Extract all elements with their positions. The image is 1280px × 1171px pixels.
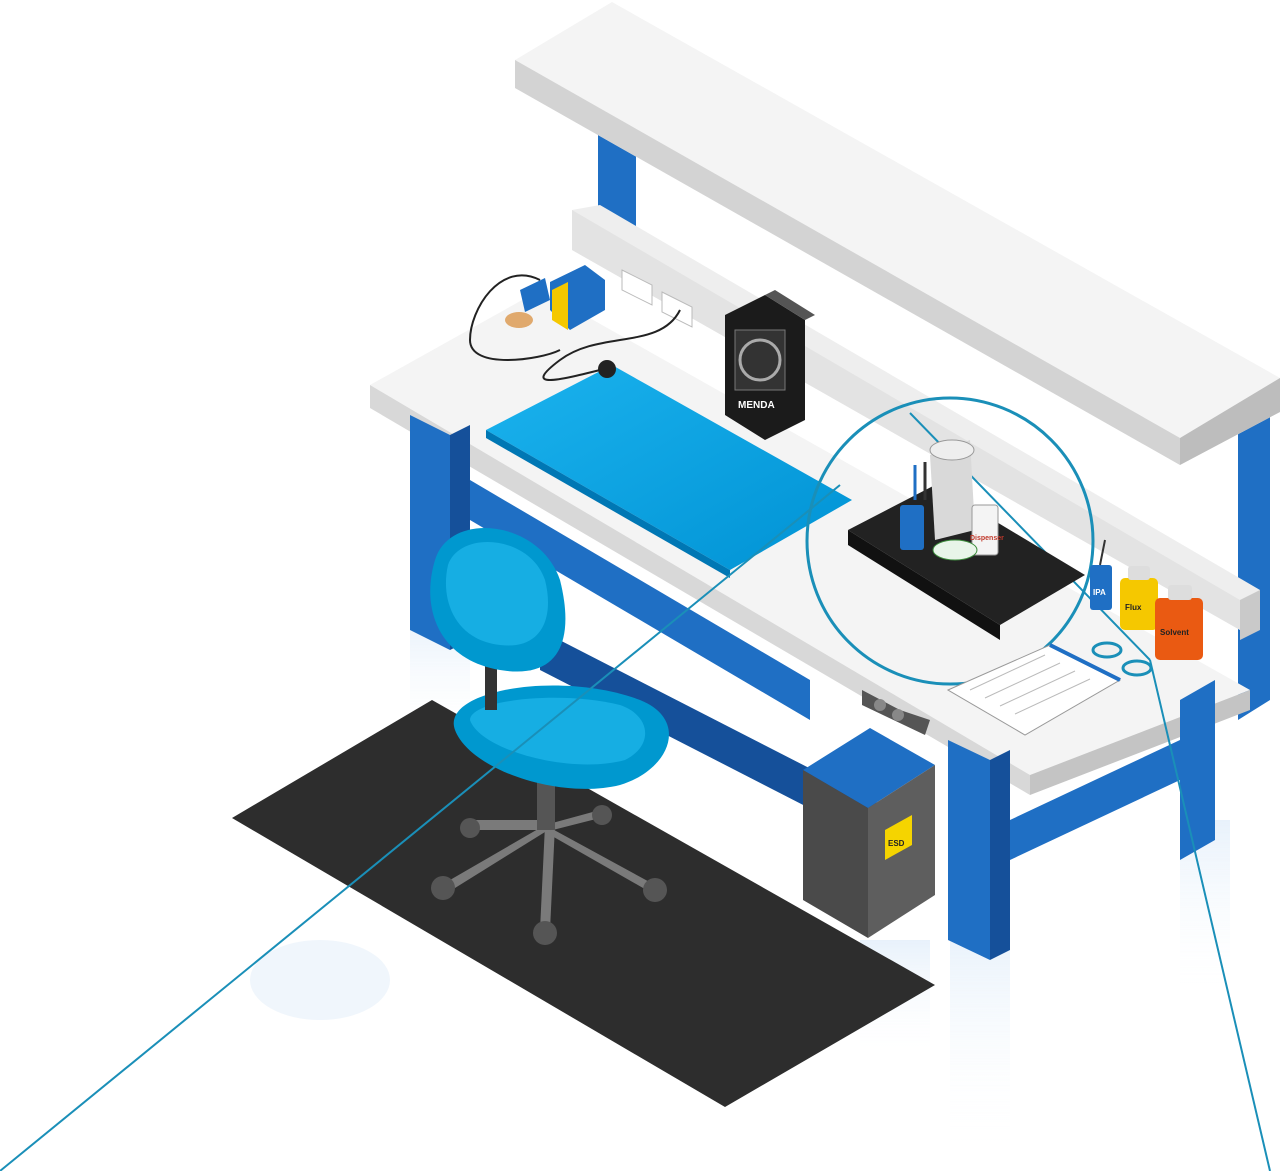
soldering-station <box>468 265 681 381</box>
floor-reflection <box>250 620 1230 1150</box>
floor-esd-mat <box>232 700 935 1107</box>
esd-chair <box>430 527 669 945</box>
under-desk-power-strip <box>862 690 930 735</box>
esd-waste-bin: ESD <box>803 728 935 938</box>
fume-extractor: MENDA <box>725 290 815 440</box>
solvent-label: Solvent <box>1160 628 1189 637</box>
tool-organizer: Dispenser <box>848 439 1085 640</box>
solvent-bottle: Solvent <box>1155 585 1203 660</box>
mat-ground-snap <box>598 360 616 378</box>
soldering-cord <box>468 274 561 361</box>
ipa-dispenser-bottle: IPA <box>1090 539 1112 610</box>
dispenser-label: Dispenser <box>970 535 1004 542</box>
top-shelf <box>515 2 1280 465</box>
esd-table-mat <box>486 360 852 578</box>
power-outlet <box>621 269 693 328</box>
rear-shelf-post-right <box>1238 400 1270 720</box>
flux-label: Flux <box>1125 603 1142 612</box>
tip-cleaner-sponge <box>505 312 533 328</box>
fume-extractor-brand: MENDA <box>738 400 775 411</box>
work-instruction-document <box>946 643 1122 736</box>
solder-wick-rolls <box>1091 641 1153 677</box>
esd-warning-label: ESD <box>888 839 905 848</box>
ipa-label: IPA <box>1093 588 1106 597</box>
callout-line-mat <box>0 484 841 1171</box>
chair-wheels <box>431 805 667 945</box>
fan-icon <box>738 338 782 382</box>
callout-line-right <box>1149 659 1271 1171</box>
ground-cord <box>542 309 681 381</box>
flux-bottle: Flux <box>1120 566 1158 630</box>
